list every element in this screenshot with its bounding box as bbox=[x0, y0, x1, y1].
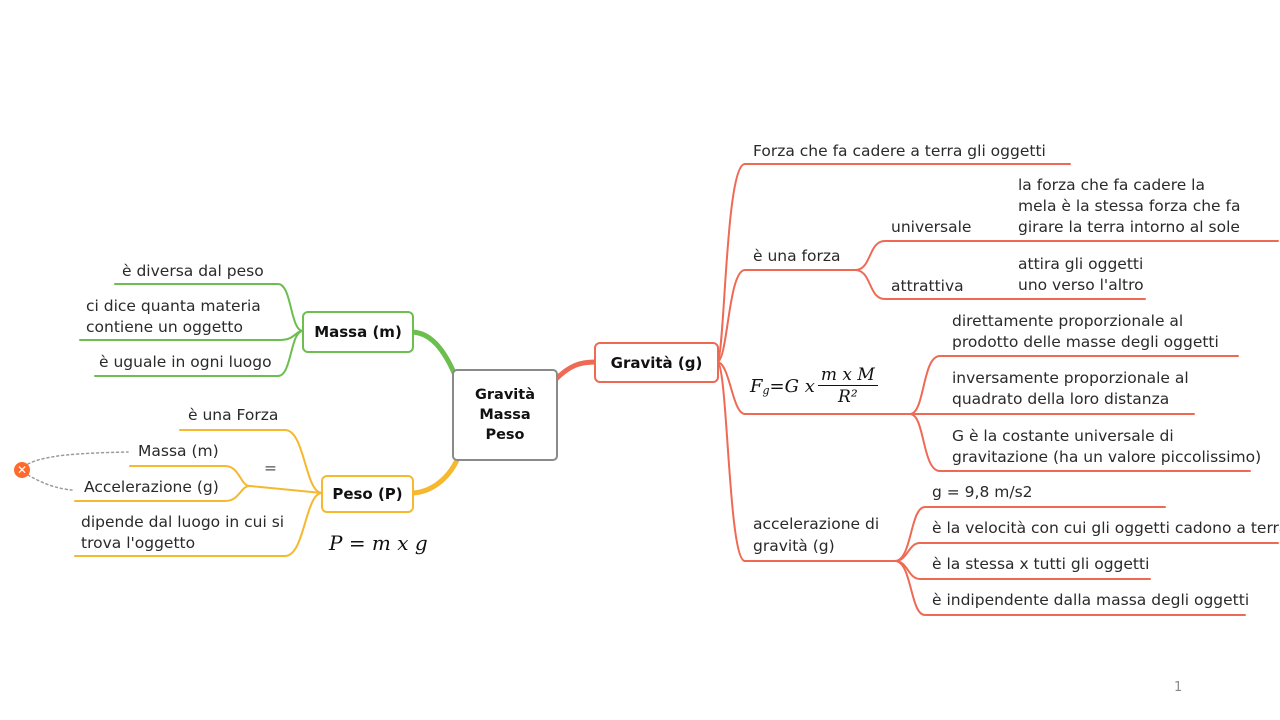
accel-item-indipendente[interactable]: è indipendente dalla massa degli oggetti bbox=[932, 591, 1250, 609]
gravity-formula: F g =G x m x M R² bbox=[750, 365, 878, 408]
peso-node[interactable]: Peso (P) bbox=[324, 478, 411, 510]
center-line-3: Peso bbox=[485, 427, 525, 443]
connector-peso-3 bbox=[74, 492, 323, 557]
connector-grav-def bbox=[716, 163, 1071, 363]
gravita-universale[interactable]: universale bbox=[891, 218, 972, 236]
formula-lhs: F bbox=[750, 376, 763, 397]
gravita-forza-label[interactable]: è una forza bbox=[753, 247, 841, 265]
connector-peso-sub-1 bbox=[129, 465, 251, 487]
connector-formula-3 bbox=[909, 413, 1251, 472]
connector-peso-sub-2 bbox=[74, 485, 251, 502]
attrattiva-text-2[interactable]: uno verso l'altro bbox=[1018, 276, 1144, 294]
connector-peso-1 bbox=[179, 429, 323, 494]
peso-item-luogo-2[interactable]: trova l'oggetto bbox=[81, 534, 196, 552]
central-topic-node[interactable]: Gravità Massa Peso bbox=[452, 369, 558, 461]
center-line-2: Massa bbox=[479, 407, 531, 423]
universale-text-1[interactable]: la forza che fa cadere la bbox=[1018, 176, 1205, 194]
peso-item-luogo-1[interactable]: dipende dal luogo in cui si bbox=[81, 513, 285, 531]
formula-subscript: g bbox=[762, 384, 770, 397]
accel-item-velocita[interactable]: è la velocità con cui gli oggetti cadono… bbox=[932, 519, 1280, 537]
close-circle-icon[interactable]: ✕ bbox=[14, 462, 30, 478]
connector-dashed-1 bbox=[27, 451, 129, 465]
connector-forza-attr bbox=[854, 269, 1006, 300]
accel-label-2[interactable]: gravità (g) bbox=[753, 537, 835, 555]
page-number: 1 bbox=[1174, 680, 1183, 695]
massa-item-materia-1[interactable]: ci dice quanta materia bbox=[86, 297, 261, 315]
connector-center-gravita bbox=[552, 359, 599, 383]
massa-item-uguale[interactable]: è uguale in ogni luogo bbox=[99, 353, 272, 371]
peso-item-forza[interactable]: è una Forza bbox=[188, 406, 279, 424]
formula-eq: =G x bbox=[769, 376, 815, 397]
connector-massa-3 bbox=[94, 330, 304, 377]
formula-fraction: m x M R² bbox=[817, 365, 878, 408]
gravita-attrattiva[interactable]: attrattiva bbox=[891, 277, 964, 295]
peso-equals-sign: = bbox=[264, 459, 277, 477]
formula-numerator: m x M bbox=[817, 365, 878, 386]
massa-item-diversa[interactable]: è diversa dal peso bbox=[122, 262, 264, 280]
formula-item-1-line-1[interactable]: direttamente proporzionale al bbox=[952, 312, 1184, 330]
formula-item-1-line-2[interactable]: prodotto delle masse degli oggetti bbox=[952, 333, 1219, 351]
accel-label-1[interactable]: accelerazione di bbox=[753, 515, 880, 533]
connector-accel-4 bbox=[894, 560, 1246, 616]
connector-dashed-2 bbox=[27, 474, 73, 491]
center-line-1: Gravità bbox=[475, 387, 535, 403]
attrattiva-text-1[interactable]: attira gli oggetti bbox=[1018, 255, 1144, 273]
gravita-def[interactable]: Forza che fa cadere a terra gli oggetti bbox=[753, 142, 1046, 160]
connector-center-massa bbox=[410, 329, 458, 378]
gravita-node-label: Gravità (g) bbox=[610, 353, 703, 372]
universale-text-2[interactable]: mela è la stessa forza che fa bbox=[1018, 197, 1241, 215]
connector-grav-forza bbox=[716, 269, 856, 363]
connector-forza-univ bbox=[854, 240, 1006, 271]
connector-peso-2 bbox=[249, 485, 323, 494]
connector-massa-1 bbox=[114, 283, 304, 332]
formula-denominator: R² bbox=[838, 387, 858, 407]
gravita-node[interactable]: Gravità (g) bbox=[597, 345, 716, 380]
accel-item-value[interactable]: g = 9,8 m/s2 bbox=[932, 483, 1033, 501]
massa-node-label: Massa (m) bbox=[314, 323, 402, 341]
universale-text-3[interactable]: girare la terra intorno al sole bbox=[1018, 218, 1240, 236]
massa-node[interactable]: Massa (m) bbox=[305, 314, 411, 350]
peso-item-accelerazione[interactable]: Accelerazione (g) bbox=[84, 478, 219, 496]
formula-item-2-line-1[interactable]: inversamente proporzionale al bbox=[952, 369, 1189, 387]
peso-item-massa[interactable]: Massa (m) bbox=[138, 442, 219, 460]
massa-item-materia-2[interactable]: contiene un oggetto bbox=[86, 318, 243, 336]
accel-item-stessa[interactable]: è la stessa x tutti gli oggetti bbox=[932, 555, 1150, 573]
peso-formula: P = m x g bbox=[329, 531, 428, 555]
connector-accel-2 bbox=[894, 542, 1279, 562]
formula-item-2-line-2[interactable]: quadrato della loro distanza bbox=[952, 390, 1170, 408]
connector-grav-accel bbox=[716, 361, 896, 562]
peso-node-label: Peso (P) bbox=[332, 485, 403, 503]
formula-item-3-line-1[interactable]: G è la costante universale di bbox=[952, 427, 1174, 445]
connector-formula-1 bbox=[909, 355, 1239, 415]
connector-grav-formula bbox=[716, 361, 911, 415]
formula-item-3-line-2[interactable]: gravitazione (ha un valore piccolissimo) bbox=[952, 448, 1262, 466]
